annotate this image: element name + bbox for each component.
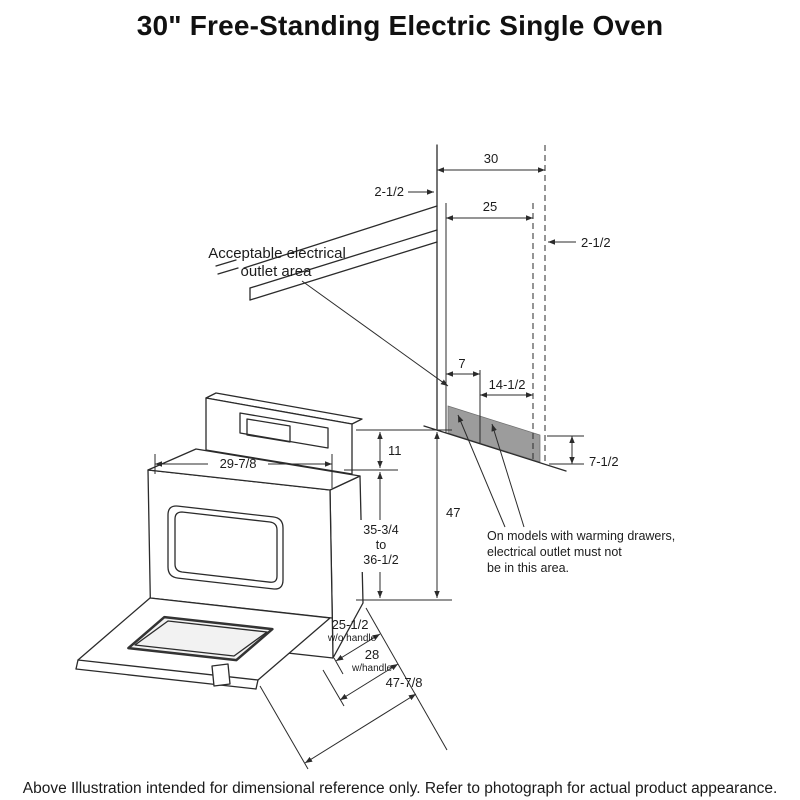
dim-line-depth-door-open bbox=[304, 693, 417, 764]
door-edge-left-cap bbox=[75, 659, 79, 670]
counter-edge-top-line bbox=[249, 229, 438, 289]
wall-dimensions: 30 2-1/2 25 2-1/2 7 14-1/2 7-1/2 bbox=[374, 151, 618, 469]
dim-right-clearance: 2-1/2 bbox=[581, 235, 611, 250]
dim-depth-handle-note: w/handle bbox=[351, 663, 392, 674]
control-panel-display bbox=[246, 418, 291, 443]
range-illustration bbox=[75, 392, 364, 690]
control-panel-window bbox=[239, 412, 329, 449]
ext-line-body-front bbox=[333, 657, 344, 675]
disclaimer-text: Above Illustration intended for dimensio… bbox=[22, 780, 778, 797]
dim-cooktop-height-max: 36-1/2 bbox=[363, 553, 398, 567]
dim-depth-door-open: 47-7/8 bbox=[386, 675, 423, 690]
break-mark-2 bbox=[217, 267, 239, 275]
ext-line-door-front bbox=[259, 685, 309, 770]
dim-backguard-height: 11 bbox=[388, 443, 402, 458]
dim-inner-width: 25 bbox=[483, 199, 497, 214]
range-front-leg bbox=[211, 663, 231, 687]
dim-line-depth-body bbox=[335, 633, 381, 662]
outlet-area-callout: Acceptable electrical outlet area bbox=[208, 245, 449, 387]
break-mark-1 bbox=[215, 259, 237, 267]
dim-depth-handle: 28 bbox=[365, 647, 379, 662]
oven-cavity-inner-frame bbox=[174, 511, 278, 583]
dim-text-backplate bbox=[351, 520, 411, 572]
dim-overall-height: 47 bbox=[446, 505, 460, 520]
range-dimensions: 29-7/8 11 35-3/4 to 36-1/2 47 25 bbox=[154, 429, 460, 770]
warming-note-leader-1 bbox=[457, 414, 506, 528]
dim-opening-width: 30 bbox=[484, 151, 498, 166]
outlet-area-leader-line bbox=[301, 280, 449, 387]
outlet-area-label-line2: outlet area bbox=[241, 263, 313, 280]
ext-line-handle-front bbox=[322, 669, 345, 707]
dim-no-outlet-height: 7-1/2 bbox=[589, 454, 619, 469]
door-window-inner-line bbox=[134, 620, 268, 657]
dim-depth-body: 25-1/2 bbox=[332, 617, 369, 632]
page-title: 30" Free-Standing Electric Single Oven bbox=[136, 10, 664, 41]
dim-cooktop-width: 29-7/8 bbox=[220, 456, 257, 471]
oven-cavity-opening bbox=[167, 505, 284, 590]
counter-edge-bottom-line bbox=[249, 241, 438, 301]
door-edge-right-cap bbox=[255, 679, 259, 690]
warming-note-line2: electrical outlet must not bbox=[487, 545, 622, 559]
dim-cooktop-height-min: 35-3/4 bbox=[363, 523, 398, 537]
backguard-front bbox=[205, 397, 353, 475]
door-edge-thickness-line bbox=[75, 668, 257, 690]
warming-note-line1: On models with warming drawers, bbox=[487, 529, 675, 543]
no-outlet-shaded-area bbox=[447, 405, 541, 463]
warming-note-line3: be in this area. bbox=[487, 561, 569, 575]
dim-left-clearance: 2-1/2 bbox=[374, 184, 404, 199]
dim-cooktop-height-to: to bbox=[376, 538, 386, 552]
wall-alcove bbox=[215, 144, 567, 472]
warming-note-leader-2 bbox=[491, 423, 525, 528]
backsplash-top-line bbox=[243, 205, 438, 269]
door-window-glass bbox=[127, 615, 274, 662]
dim-depth-body-note: w/o handle bbox=[327, 633, 377, 644]
floor-wall-junction-line bbox=[423, 425, 567, 472]
cooktop-surface bbox=[147, 448, 361, 491]
dim-no-outlet-width: 14-1/2 bbox=[489, 377, 526, 392]
dim-offset: 7 bbox=[458, 356, 465, 371]
ext-line-rear-depth bbox=[365, 607, 448, 751]
warming-drawer-callout: On models with warming drawers, electric… bbox=[457, 414, 675, 575]
outlet-area-label-line1: Acceptable electrical bbox=[208, 245, 346, 262]
